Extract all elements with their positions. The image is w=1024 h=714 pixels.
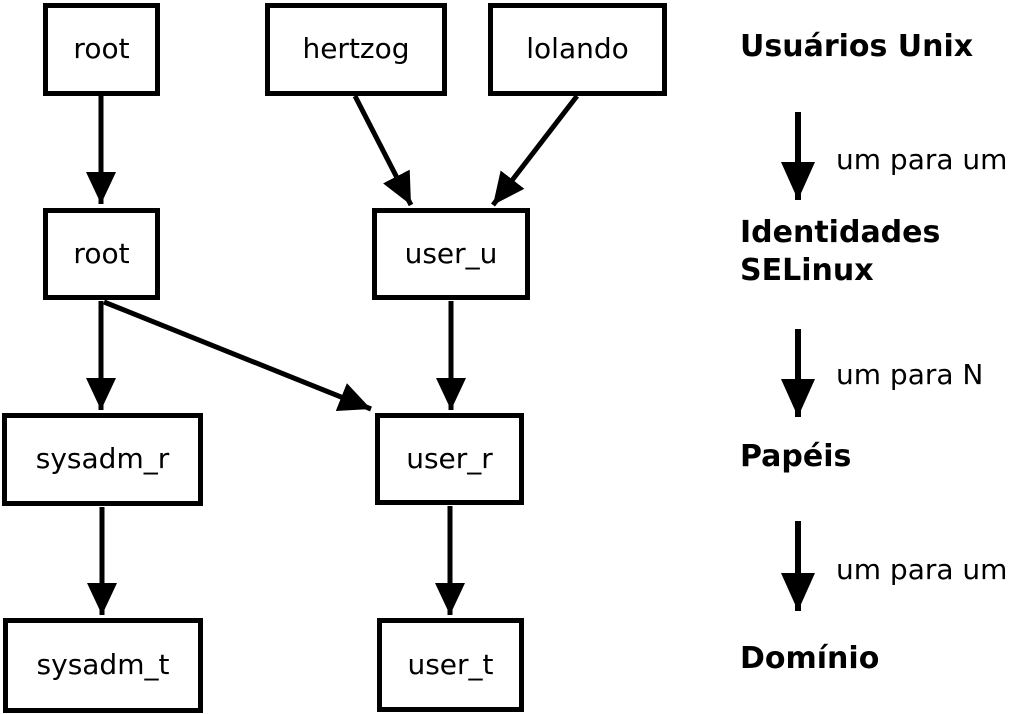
node-user-r: user_r xyxy=(375,413,524,505)
legend-level-roles: Papéis xyxy=(740,439,852,474)
node-user-u: user_u xyxy=(372,208,530,300)
legend-annotation-one-to-one-1: um para um xyxy=(836,143,1008,176)
node-user-t: user_t xyxy=(377,618,524,712)
edge-rootselinux-to-userr xyxy=(103,299,372,412)
legend-annotation-one-to-one-2: um para um xyxy=(836,553,1008,586)
node-hertzog: hertzog xyxy=(265,3,447,96)
node-lolando: lolando xyxy=(488,3,667,96)
node-sysadm-r: sysadm_r xyxy=(2,413,203,506)
edge-lolando-to-useru xyxy=(491,94,579,207)
legend-annotation-one-to-n: um para N xyxy=(836,358,984,391)
legend-level-domain: Domínio xyxy=(740,641,880,676)
legend-level-unix-users: Usuários Unix xyxy=(740,29,974,64)
legend-selinux-identities-line2: SELinux xyxy=(740,253,874,288)
legend-level-selinux-identities: Identidades SELinux xyxy=(740,214,940,290)
node-root-unix: root xyxy=(43,3,160,96)
node-sysadm-t: sysadm_t xyxy=(3,618,203,713)
node-root-selinux: root xyxy=(43,208,160,300)
edge-hertzog-to-useru xyxy=(352,94,414,207)
legend-selinux-identities-line1: Identidades xyxy=(740,215,941,250)
